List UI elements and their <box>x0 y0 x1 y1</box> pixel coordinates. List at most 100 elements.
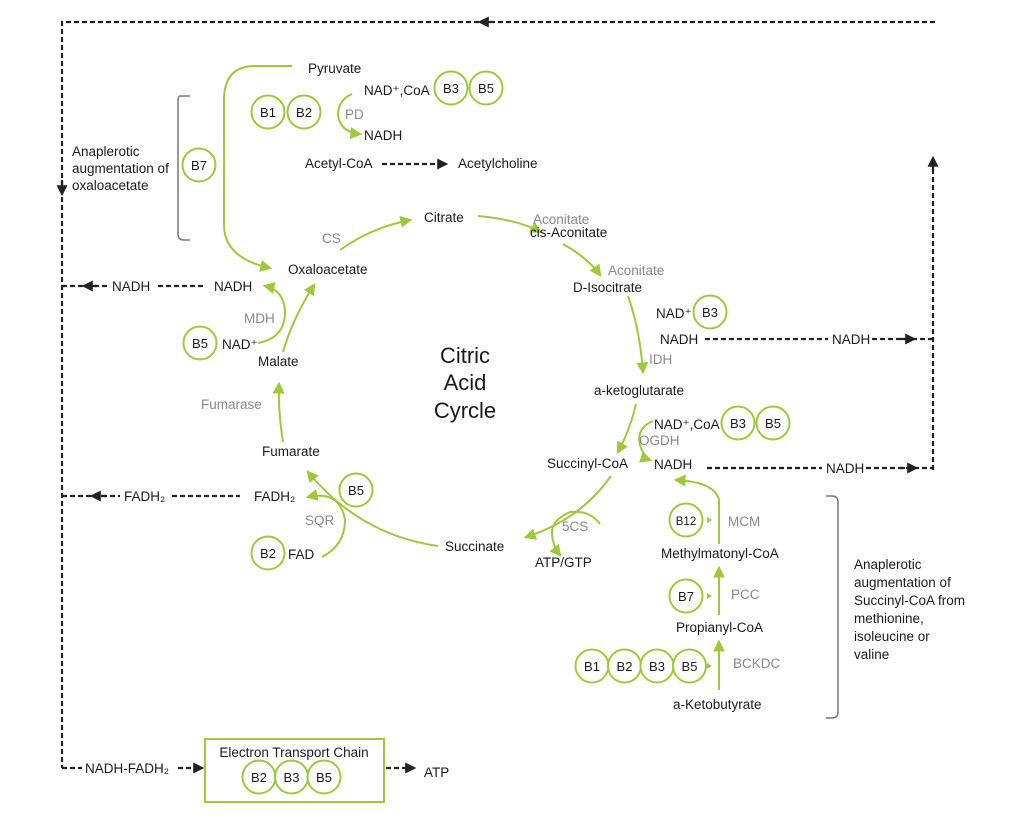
metabolite-propionyl-coa: Propianyl-CoA <box>676 620 763 635</box>
vitamin-circle <box>433 70 469 106</box>
vitamin-label: B3 <box>649 659 665 674</box>
vitamin-circle <box>182 325 218 361</box>
vitamin-label: B3 <box>443 81 459 96</box>
vitamin-label: B5 <box>682 659 698 674</box>
metabolite-malate: Malate <box>258 354 299 369</box>
vitamin-label: B2 <box>617 659 633 674</box>
vitamin-b1-badge: B1 <box>574 648 610 684</box>
vitamin-circle <box>338 472 374 508</box>
vitamin-b2-badge: B2 <box>241 759 277 795</box>
enzyme-cs: CS <box>322 231 341 246</box>
note-succinyl-coa: Anaplerotic augmentation of Succinyl-CoA… <box>854 557 965 662</box>
bracket-succinyl-coa <box>826 495 839 719</box>
vitamin-b5-badge: B5 <box>672 648 707 684</box>
cofactor-nadh-idh-out: NADH <box>832 332 870 347</box>
bracket-oxaloacetate <box>177 95 190 241</box>
vitamin-b5-badge: B5 <box>182 325 218 361</box>
metabolite-acetylcholine: Acetylcholine <box>458 156 538 171</box>
vitamin-circle <box>286 94 322 130</box>
metabolite-a-ketobutyrate: a-Ketobutyrate <box>673 697 762 712</box>
metabolite-citrate: Citrate <box>424 210 464 225</box>
metabolite-a-ketoglutarate: a-ketoglutarate <box>594 383 684 398</box>
vitamin-circle <box>668 502 704 538</box>
vitamin-label: B7 <box>678 589 694 604</box>
etc-label: Electron Transport Chain <box>219 745 368 760</box>
cofactor-nad-mdh: NAD⁺ <box>222 337 258 352</box>
vitamin-b3-badge: B3 <box>274 759 309 795</box>
enzyme-scs: 5CS <box>562 519 588 534</box>
enzyme-sqr: SQR <box>305 513 335 528</box>
vitamin-b1-badge: B1 <box>250 94 286 130</box>
vitamin-circle <box>306 759 342 795</box>
note-line: augmentation of <box>854 575 951 590</box>
note-line: Anaplerotic <box>72 144 140 159</box>
vitamin-b5-badge: B5 <box>338 472 374 508</box>
enzyme-pd: PD <box>345 107 364 122</box>
vitamin-b5-badge: B5 <box>755 405 791 441</box>
cofactor-nadh-mdh: NADH <box>214 279 252 294</box>
cofactor-fadh2-out: FADH₂ <box>124 489 165 504</box>
metabolite-d-isocitrate: D-Isocitrate <box>573 280 642 295</box>
vitamin-b3-badge: B3 <box>639 648 675 684</box>
vitamin-pointers <box>707 517 712 669</box>
vitamin-circle <box>755 405 791 441</box>
metabolite-cis-aconitate: cis-Aconitate <box>530 225 607 240</box>
vitamin-b3-badge: B3 <box>433 70 469 106</box>
vitamin-label: B5 <box>192 336 208 351</box>
enzyme-idh: IDH <box>649 352 672 367</box>
note-line: oxaloacetate <box>72 178 149 193</box>
vitamin-b7-badge: B7 <box>181 147 217 183</box>
vitamin-circle <box>720 405 756 441</box>
vitamin-label: B3 <box>284 770 300 785</box>
electron-carrier-lines <box>56 16 939 774</box>
metabolite-pyruvate: Pyruvate <box>308 61 361 76</box>
cofactor-fad: FAD <box>288 547 315 562</box>
cofactor-nad-coa-ogdh: NAD⁺,CoA <box>654 417 720 432</box>
note-line: valine <box>854 647 889 662</box>
vitamin-circle <box>668 578 704 614</box>
cofactor-nad-coa-pdh: NAD⁺,CoA <box>364 83 430 98</box>
cofactor-nadh-mdh-out: NADH <box>112 279 150 294</box>
reaction-arrows <box>223 65 725 690</box>
note-line: augmentation of <box>72 161 169 176</box>
metabolite-methylmalonyl-coa: Methylmatonyl-CoA <box>661 546 779 561</box>
title-line-2: Acid <box>444 370 487 395</box>
metabolite-succinyl-coa: Succinyl-CoA <box>547 456 628 471</box>
cofactor-nadh-ogdh: NADH <box>654 457 692 472</box>
vitamin-circle <box>181 147 217 183</box>
vitamin-label: B5 <box>765 416 781 431</box>
metabolite-succinate: Succinate <box>445 539 504 554</box>
cofactor-nad-idh: NAD⁺ <box>656 306 692 321</box>
note-line: Succinyl-CoA from <box>854 593 965 608</box>
vitamin-b3-badge: B3 <box>720 405 756 441</box>
enzyme-mdh: MDH <box>244 311 275 326</box>
vitamin-label: B1 <box>260 105 276 120</box>
cofactor-nadh-fadh2-in: NADH-FADH₂ <box>85 761 169 776</box>
vitamin-label: B2 <box>260 546 276 561</box>
metabolite-fumarate: Fumarate <box>262 444 320 459</box>
vitamin-b5-badge: B5 <box>306 759 342 795</box>
note-line: methionine, <box>854 611 924 626</box>
vitamin-circle <box>250 94 286 130</box>
title-line-3: Cyrcle <box>434 398 496 423</box>
vitamin-circle <box>468 70 504 106</box>
vitamin-circle <box>672 648 707 684</box>
enzyme-fumarase: Fumarase <box>201 397 262 412</box>
enzyme-aconitase-2: Aconitate <box>608 263 664 278</box>
note-line: Anaplerotic <box>854 557 922 572</box>
metabolite-atp: ATP <box>424 765 449 780</box>
cofactor-fadh2-sqr: FADH₂ <box>254 489 295 504</box>
note-oxaloacetate: Anaplerotic augmentation of oxaloacetate <box>72 144 169 193</box>
vitamin-circle <box>692 294 728 330</box>
metabolite-oxaloacetate: Oxaloacetate <box>288 262 368 277</box>
enzyme-ogdh: OGDH <box>639 433 680 448</box>
vitamin-label: B2 <box>251 770 267 785</box>
cofactor-nadh-idh: NADH <box>660 332 698 347</box>
vitamin-label: B3 <box>730 416 746 431</box>
vitamin-label: B3 <box>702 305 718 320</box>
enzyme-mcm: MCM <box>728 514 760 529</box>
metabolite-acetyl-coa: Acetyl-CoA <box>305 156 373 171</box>
vitamin-label: B7 <box>191 158 207 173</box>
